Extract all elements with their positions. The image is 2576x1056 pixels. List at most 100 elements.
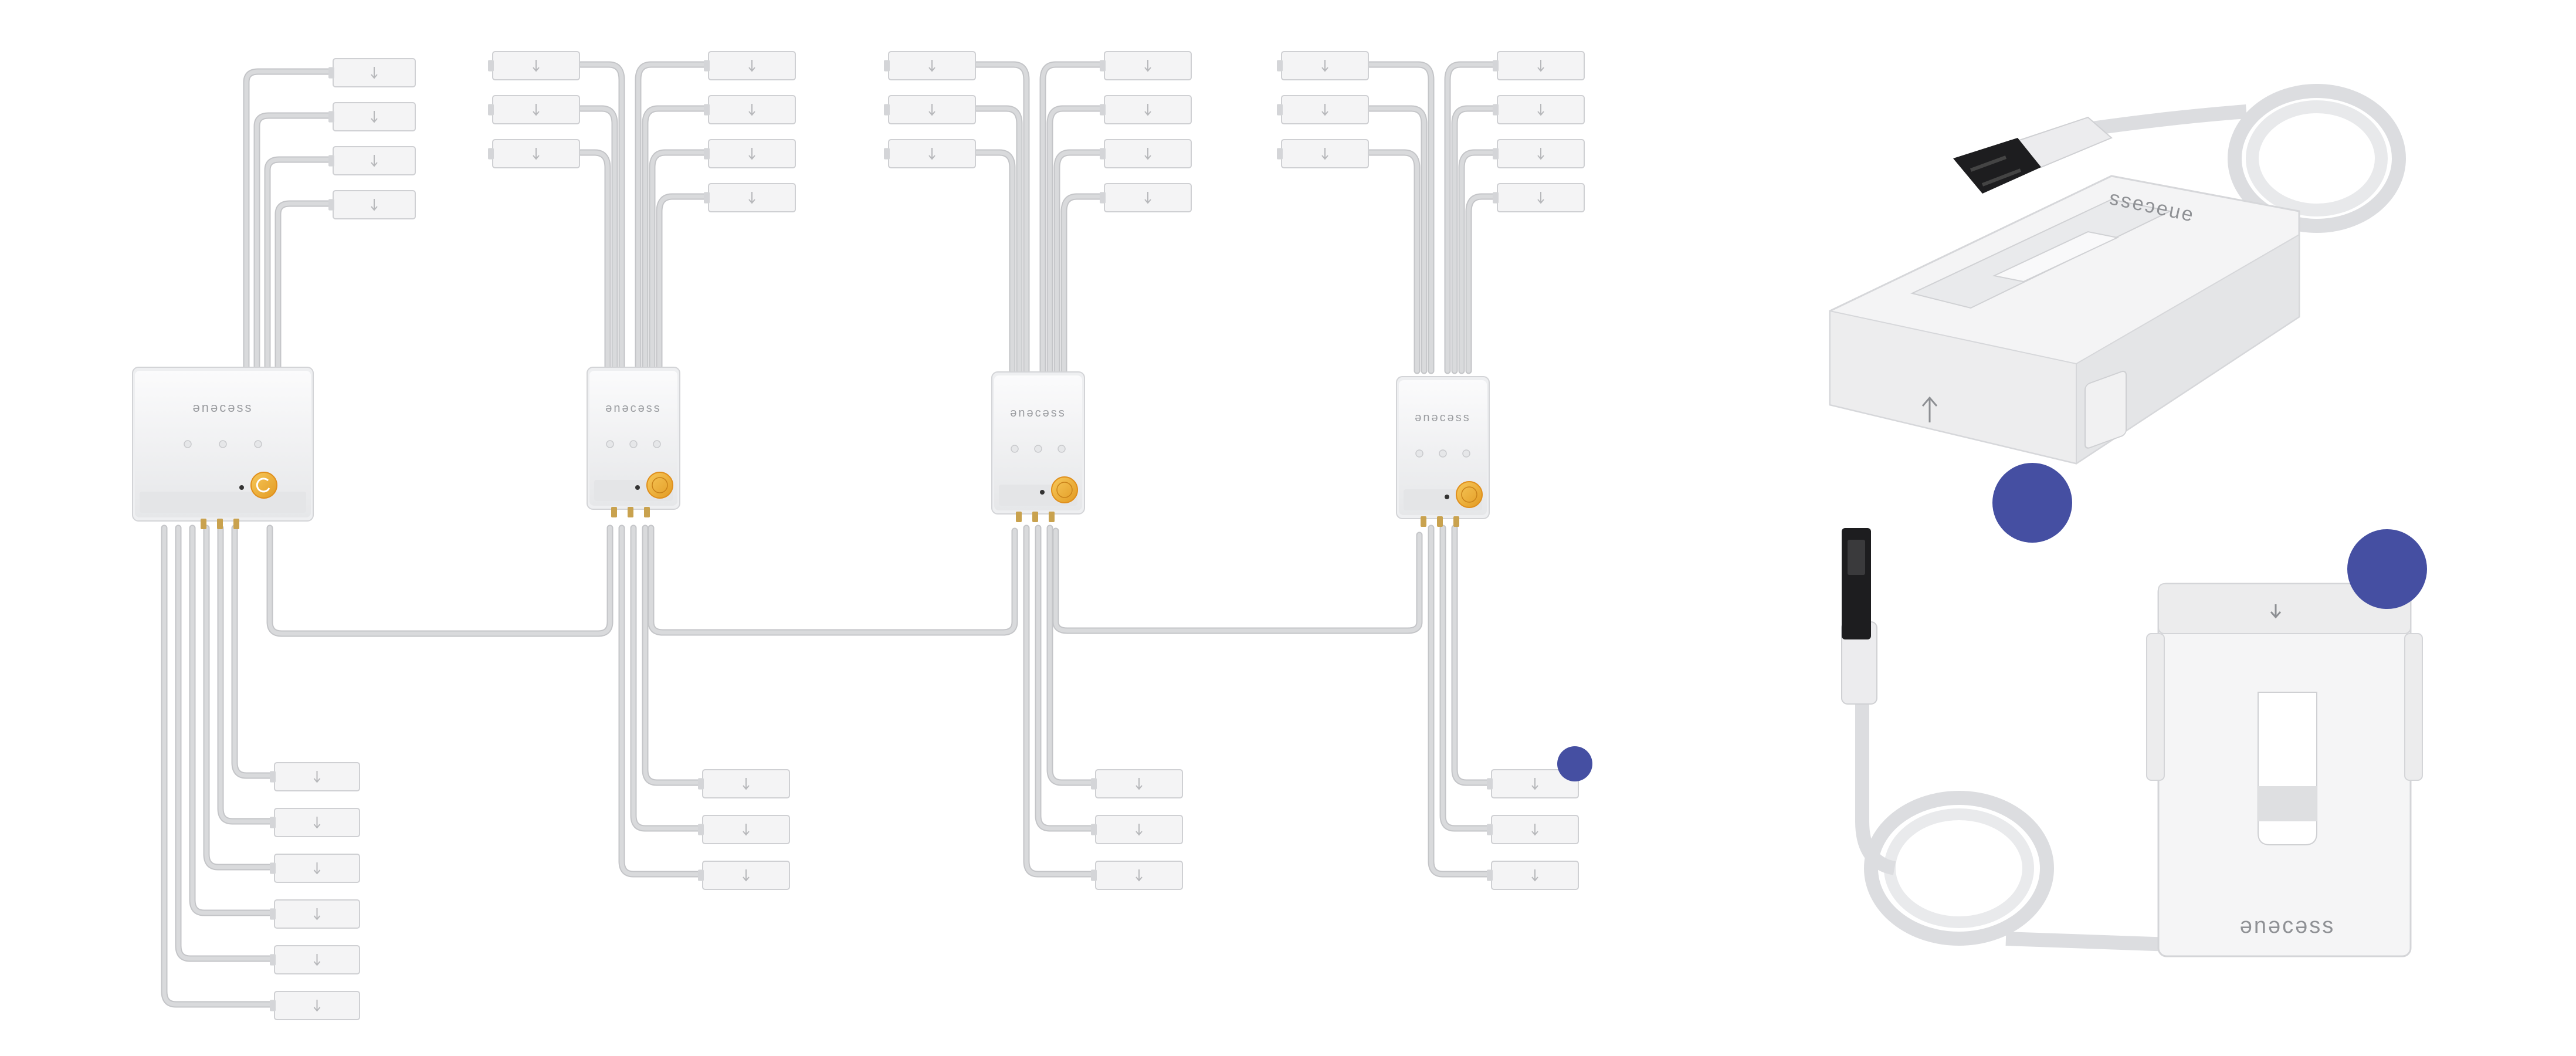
status-led-icon bbox=[254, 440, 262, 448]
sensor-plug bbox=[1100, 104, 1106, 116]
arrow-down-icon bbox=[743, 824, 750, 836]
cable-outline bbox=[266, 524, 614, 637]
cable bbox=[1055, 150, 1102, 373]
status-led-icon bbox=[606, 440, 614, 448]
slot-shadow bbox=[2258, 786, 2317, 821]
cable bbox=[1429, 526, 1489, 876]
cable bbox=[1048, 526, 1093, 785]
cable bbox=[657, 194, 706, 373]
cable bbox=[1036, 526, 1093, 831]
brand-logo: ənəcəss bbox=[605, 402, 662, 415]
arrow-down-icon bbox=[1144, 192, 1151, 204]
ct-sensor bbox=[488, 51, 580, 80]
sensor-plug bbox=[1493, 60, 1499, 72]
arrow-down-icon bbox=[533, 60, 540, 72]
sensor-plug bbox=[328, 67, 334, 79]
connector-pin bbox=[1421, 516, 1426, 527]
sensor-plug bbox=[270, 1000, 276, 1011]
sensor-plug bbox=[884, 148, 890, 160]
cable-outline bbox=[1060, 193, 1103, 374]
cable-outline bbox=[577, 149, 611, 374]
brand-logo: ənəcəss bbox=[1010, 407, 1066, 419]
indicator-dot-icon bbox=[1040, 490, 1045, 495]
cable bbox=[1855, 704, 1896, 875]
sensor-plug bbox=[270, 908, 276, 920]
arrow-down-icon bbox=[313, 862, 321, 875]
arrow-down-icon bbox=[743, 869, 750, 882]
brand-logo: ənəcəss bbox=[193, 400, 253, 415]
cable-outline bbox=[648, 524, 1018, 636]
closeup-sensor-top: ənəcəss bbox=[1829, 84, 2406, 465]
connector-pin bbox=[611, 507, 617, 517]
indicator-dot-icon bbox=[1445, 495, 1449, 499]
cable bbox=[267, 526, 612, 636]
sensor-plug bbox=[488, 104, 494, 116]
latch bbox=[2084, 370, 2127, 449]
knob-ring bbox=[652, 477, 668, 493]
sensor-slot bbox=[2258, 692, 2317, 845]
sensor-plug bbox=[1487, 824, 1493, 835]
side-clip bbox=[2404, 633, 2423, 781]
sensor-plug bbox=[1100, 192, 1106, 204]
arrow-down-icon bbox=[1531, 778, 1538, 790]
sensor-plug bbox=[704, 104, 710, 116]
status-led-icon bbox=[1011, 445, 1019, 453]
sensor-plug bbox=[328, 111, 334, 123]
arrow-down-icon bbox=[743, 778, 750, 790]
status-led-icon bbox=[1439, 449, 1447, 458]
cable bbox=[265, 157, 331, 373]
ct-sensor bbox=[1100, 183, 1192, 212]
ct-sensor bbox=[1493, 95, 1585, 124]
cable bbox=[1459, 150, 1495, 373]
status-led-icon bbox=[1057, 445, 1066, 453]
ct-sensor bbox=[884, 95, 976, 124]
arrow-down-icon bbox=[2270, 604, 2282, 619]
cable bbox=[636, 62, 706, 373]
status-led-icon bbox=[1034, 445, 1042, 453]
sensor-plug bbox=[698, 778, 704, 790]
ct-sensor bbox=[698, 815, 790, 844]
ct-sensor bbox=[1100, 95, 1192, 124]
sensor-plug bbox=[1493, 192, 1499, 204]
sensor-plug bbox=[328, 199, 334, 211]
ct-sensor bbox=[698, 769, 790, 798]
sensor-plug bbox=[270, 771, 276, 783]
arrow-down-icon bbox=[313, 908, 321, 920]
sensor-plug bbox=[1487, 869, 1493, 881]
hub-device: ənəcəss bbox=[1396, 376, 1490, 527]
cable bbox=[1367, 62, 1433, 373]
ct-sensor bbox=[270, 991, 360, 1020]
arrow-down-icon bbox=[533, 148, 540, 160]
sensor-plug bbox=[1091, 778, 1097, 790]
cable bbox=[1062, 194, 1102, 373]
hub-device: ənəcəss bbox=[587, 367, 680, 517]
cable bbox=[1466, 194, 1495, 373]
ct-sensor bbox=[488, 95, 580, 124]
arrow-down-icon bbox=[1144, 148, 1151, 160]
cable-outline bbox=[1451, 524, 1490, 786]
cable-outline bbox=[656, 193, 707, 374]
arrow-down-icon bbox=[1136, 824, 1143, 836]
cable bbox=[1367, 106, 1426, 373]
arrow-down-icon bbox=[928, 104, 936, 116]
sensor-plug bbox=[270, 862, 276, 874]
connector-pin bbox=[644, 507, 650, 517]
cable bbox=[1024, 526, 1093, 876]
arrow-down-icon bbox=[313, 771, 321, 783]
sensor-plug bbox=[270, 817, 276, 828]
ct-sensor bbox=[1493, 183, 1585, 212]
sensor-plug bbox=[1100, 60, 1106, 72]
power-icon bbox=[250, 472, 277, 499]
cable bbox=[232, 526, 272, 778]
sensor-plug bbox=[488, 148, 494, 160]
connector-pin bbox=[1016, 512, 1022, 522]
ct-sensor bbox=[328, 146, 416, 175]
knob-icon bbox=[1051, 476, 1078, 503]
knob-icon bbox=[646, 472, 673, 499]
ct-sensor bbox=[704, 139, 796, 168]
indicator-dot-icon bbox=[239, 485, 244, 490]
cable bbox=[578, 106, 617, 373]
connector-pin bbox=[233, 519, 239, 529]
side-clip bbox=[2146, 633, 2165, 781]
